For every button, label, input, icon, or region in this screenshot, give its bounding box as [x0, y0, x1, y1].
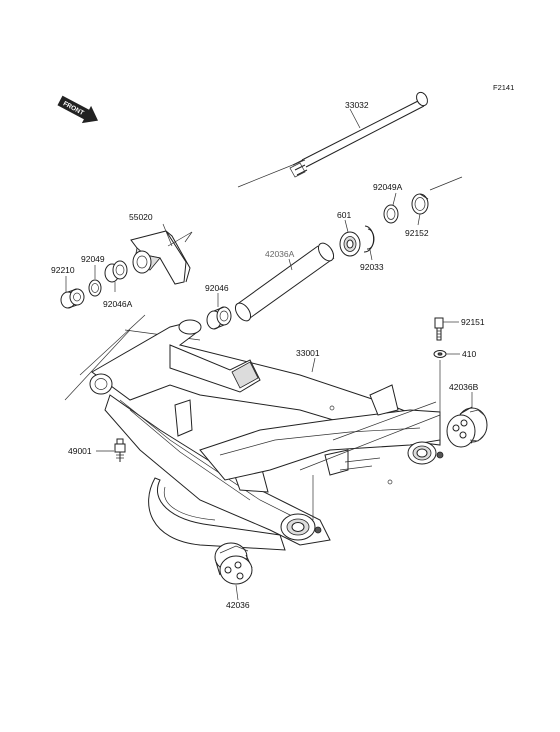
front-arrow-icon: FRONT — [57, 95, 99, 124]
needle-bearing-92046 — [206, 306, 232, 330]
leader-33001 — [311, 357, 316, 373]
leader-92033 — [369, 249, 373, 261]
label-92049: 92049 — [81, 254, 105, 264]
sleeve-42036a — [234, 242, 335, 322]
seal-92049 — [88, 279, 102, 297]
grease-nipple-49001 — [114, 438, 126, 462]
label-49001: 49001 — [68, 446, 92, 456]
damper-42036 — [214, 542, 253, 585]
label-33001: 33001 — [296, 348, 320, 358]
leader-601 — [344, 219, 349, 233]
leader-42036a — [288, 258, 293, 271]
leader-55020 — [162, 223, 173, 247]
guide-line — [167, 231, 193, 247]
label-42036: 42036 — [226, 600, 250, 610]
guide-line — [184, 231, 193, 243]
label-92152: 92152 — [405, 228, 429, 238]
guide-line — [79, 314, 146, 376]
label-601: 601 — [337, 210, 351, 220]
label-92046a: 92046A — [103, 299, 133, 309]
label-92151: 92151 — [461, 317, 485, 327]
leader-33032 — [349, 108, 361, 129]
guide-line — [429, 176, 463, 191]
label-92046: 92046 — [205, 283, 229, 293]
label-42036a: 42036A — [265, 249, 295, 259]
bearing-601 — [339, 231, 361, 257]
collar-92152 — [411, 193, 429, 215]
label-92033: 92033 — [360, 262, 384, 272]
label-92049a: 92049A — [373, 182, 403, 192]
guide-line — [237, 159, 306, 188]
seal-92049a — [383, 204, 399, 224]
label-410: 410 — [462, 349, 476, 359]
label-55020: 55020 — [129, 212, 153, 222]
bushing-92210 — [60, 288, 85, 309]
bolt-92151 — [434, 317, 444, 341]
guide-line — [64, 329, 131, 401]
circlip-92033 — [363, 225, 375, 253]
damper-42036b — [446, 406, 488, 448]
swingarm-33001 — [89, 319, 444, 551]
pivot-shaft — [289, 91, 428, 178]
figure-code: F2141 — [493, 83, 514, 92]
bearing-92046a — [104, 260, 128, 283]
chain-guide-55020 — [130, 230, 191, 285]
guide-line — [299, 414, 441, 471]
leader-92152 — [417, 213, 421, 226]
label-92210: 92210 — [51, 265, 75, 275]
leader-42036 — [235, 584, 239, 601]
washer-410 — [433, 350, 447, 358]
label-33032: 33032 — [345, 100, 369, 110]
leader-92049a — [392, 192, 397, 206]
guide-line — [332, 401, 437, 441]
label-42036b: 42036B — [449, 382, 479, 392]
